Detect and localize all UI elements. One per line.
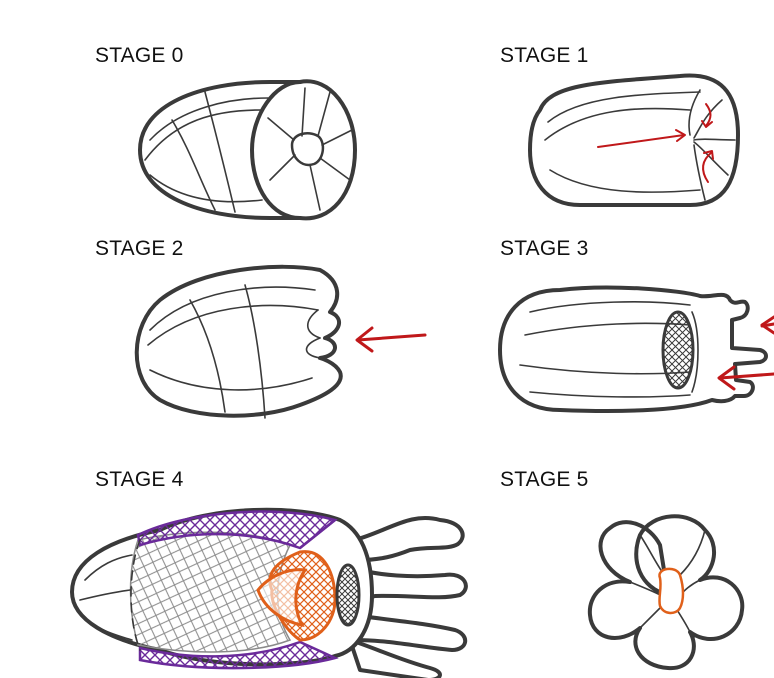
stage-5-figure xyxy=(0,0,774,678)
